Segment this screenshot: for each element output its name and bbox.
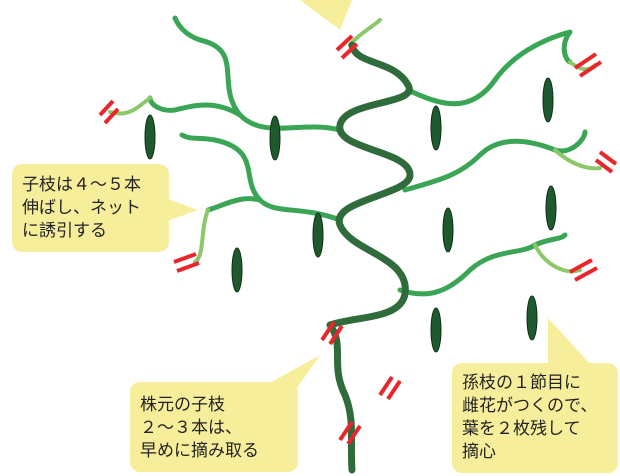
svg-text:株元の子枝 ２～３本は、 早めに摘み: 株元の子枝 ２～３本は、 早めに摘み取る [140, 395, 259, 461]
female-flower-icon [526, 295, 538, 341]
child-branch-low-right [397, 232, 568, 297]
pinch-mark-icon [335, 34, 359, 60]
callout-grandchild-pinch-line-1: 孫枝の１節目に [462, 373, 581, 393]
female-flower-icon [144, 114, 156, 160]
pinch-mark-icon [173, 252, 200, 273]
female-flower-icon [542, 77, 554, 123]
pinch-mark-icon [320, 320, 344, 346]
female-flower-icon [231, 247, 243, 293]
grandchild-branch-5 [533, 243, 582, 274]
svg-text:孫枝の１節目に 雌花がつくので、 葉: 孫枝の１節目に 雌花がつくので、 葉を２枚残して 摘心 [462, 373, 603, 462]
female-flowers [144, 77, 557, 353]
female-flower-icon [312, 212, 324, 258]
child-branch-mid-right [402, 129, 588, 193]
child-branches [147, 15, 588, 297]
callout-base-branch: 株元の子枝 ２～３本は、 早めに摘み取る [130, 355, 320, 472]
callout-base-branch-line-1: 株元の子枝 [140, 395, 225, 415]
callout-grandchild-pinch-line-2: 雌花がつくので、 [462, 396, 597, 416]
pinch-mark-icon [98, 99, 120, 125]
female-flower-icon [430, 307, 442, 353]
pinch-mark-icon [338, 420, 362, 446]
child-branch-upper-left [172, 15, 343, 133]
female-flower-icon [545, 185, 557, 231]
child-branch-upper-right [405, 29, 573, 107]
female-flower-icon [442, 207, 454, 253]
female-flower-icon [430, 105, 442, 151]
pinch-mark-icon [569, 258, 598, 282]
callout-side-branch-line-3: に誘引する [22, 221, 107, 241]
callout-grandchild-pinch-line-4: 摘心 [462, 442, 496, 462]
grandchild-branch-6 [348, 18, 382, 47]
grandchild-branch-2 [193, 208, 210, 264]
pinch-mark-icon [378, 375, 402, 401]
child-branch-mid-left-2 [205, 196, 263, 213]
main-stem [326, 41, 414, 474]
callout-grandchild-pinch: 孫枝の１節目に 雌花がつくので、 葉を２枚残して 摘心 [452, 318, 618, 473]
top-callout-pointer [300, 0, 352, 30]
grandchild-branch-4 [553, 148, 602, 171]
child-branch-upper-left-2 [147, 95, 243, 118]
svg-text:子枝は４～５本 伸ばし、ネット に誘: 子枝は４～５本 伸ばし、ネット に誘引する [22, 175, 146, 241]
callout-side-branch-line-1: 子枝は４～５本 [22, 175, 141, 195]
pinch-marks [98, 34, 618, 446]
pinch-mark-icon [594, 150, 618, 174]
child-branch-mid-left [179, 132, 343, 223]
callout-side-branch-line-2: 伸ばし、ネット [22, 198, 141, 218]
pinch-mark-icon [573, 52, 603, 78]
callout-base-branch-line-2: ２～３本は、 [140, 418, 242, 438]
callout-grandchild-pinch-line-3: 葉を２枚残して [462, 419, 581, 439]
callout-side-branch: 子枝は４～５本 伸ばし、ネット に誘引する [12, 164, 198, 252]
callout-base-branch-line-3: 早めに摘み取る [140, 441, 259, 461]
female-flower-icon [269, 115, 281, 161]
